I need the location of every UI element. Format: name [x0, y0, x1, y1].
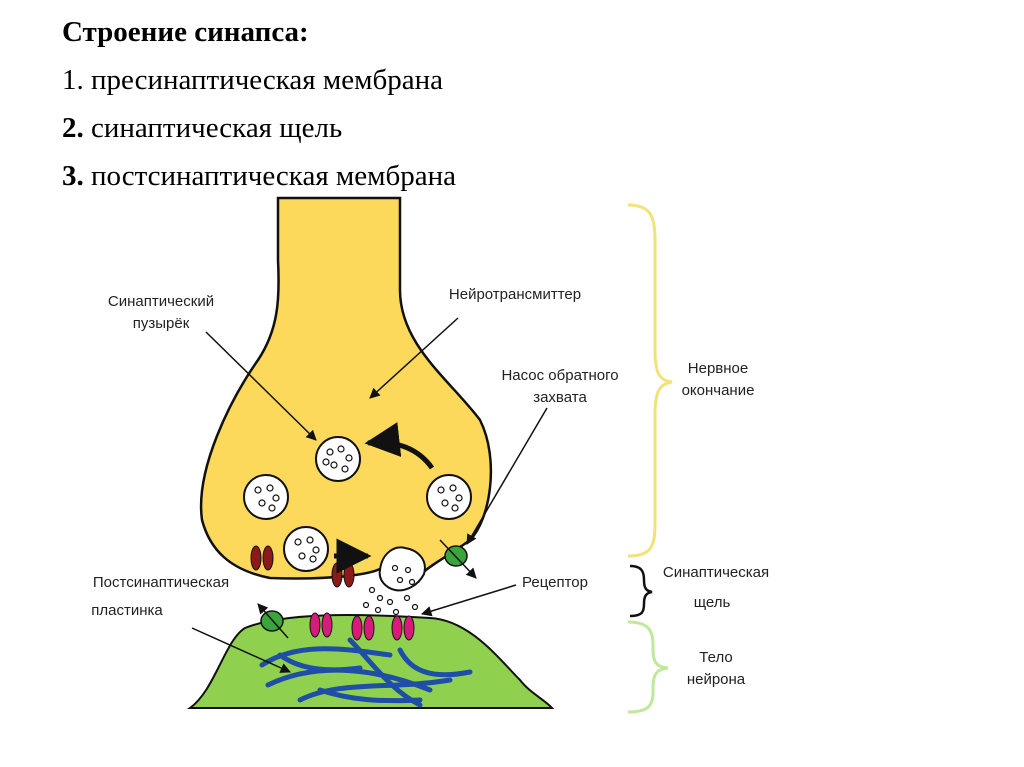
- vesicle: [243, 474, 289, 520]
- diagram-title: Строение синапса:: [62, 16, 309, 48]
- vesicle: [426, 474, 472, 520]
- label-neurotransmitter: Нейротрансмиттер: [449, 286, 581, 303]
- label-receptor: Рецептор: [522, 574, 588, 591]
- vesicle: [283, 526, 329, 572]
- brace-neuron-body: [627, 620, 669, 714]
- pointer-lines: [191, 317, 548, 673]
- title-block: Строение синапса: 1. пресинаптическая ме…: [62, 8, 456, 200]
- vesicles: [243, 436, 472, 572]
- receptors: [309, 612, 415, 641]
- neurotransmitter-dots: [254, 445, 463, 616]
- brace-nerve-ending: [627, 203, 673, 558]
- exocytosis-pocket: [378, 546, 426, 592]
- list-item-2: 2. синаптическая щель: [62, 112, 343, 144]
- transport-arrows: [334, 422, 435, 574]
- cytoskeleton-filaments: [259, 637, 473, 708]
- list-item-1: 1. пресинаптическая мембрана: [62, 64, 443, 96]
- nerve-terminal: [199, 196, 493, 580]
- pump-arrows: [257, 539, 477, 639]
- brace-cleft: [629, 564, 653, 618]
- list-item-3: 3. постсинаптическая мембрана: [62, 160, 457, 192]
- vesicle: [315, 436, 361, 482]
